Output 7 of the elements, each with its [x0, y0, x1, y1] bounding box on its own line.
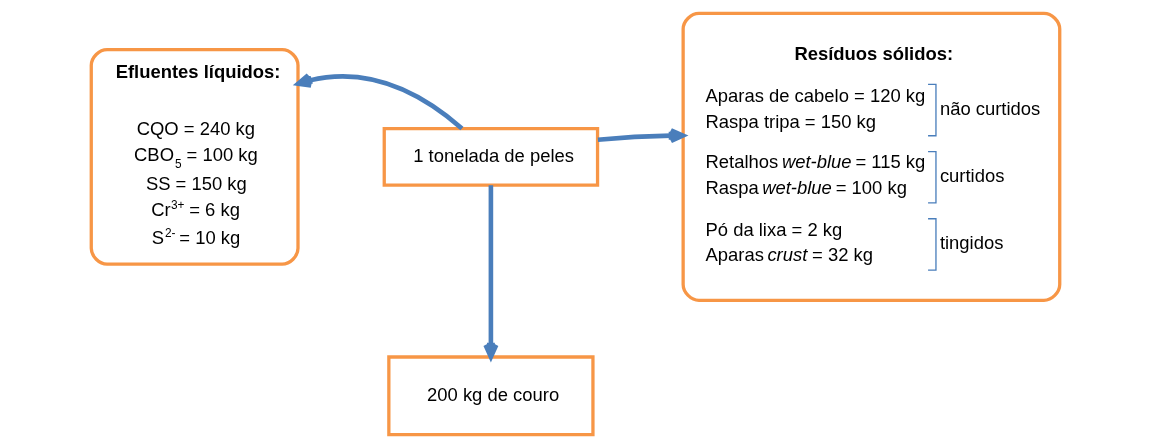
arrow	[295, 72, 464, 131]
node-box: Resíduos sólidos: Aparas de cabelo = 120 kg não curtidos Raspa tripa = 150 kg Retalhos wet-blue = 115 kg curtidos Raspa wet-blue = 100 kg Pó da lixa = 2 kg tingidos Aparas crust = 32 kg	[681, 11, 1062, 302]
node-box: Efluentes líquidos: CQO = 240 kg CBO$_{5}$ = 100 kg SS = 150 kg Cr$^{3+}$ = 6 kg S$^{2-}$ = 10 kg	[89, 47, 300, 266]
node-box: 200 kg de couro	[387, 355, 595, 437]
arrow	[597, 128, 686, 144]
arrow	[483, 185, 499, 360]
node-box: 1 tonelada de peles	[382, 126, 600, 187]
